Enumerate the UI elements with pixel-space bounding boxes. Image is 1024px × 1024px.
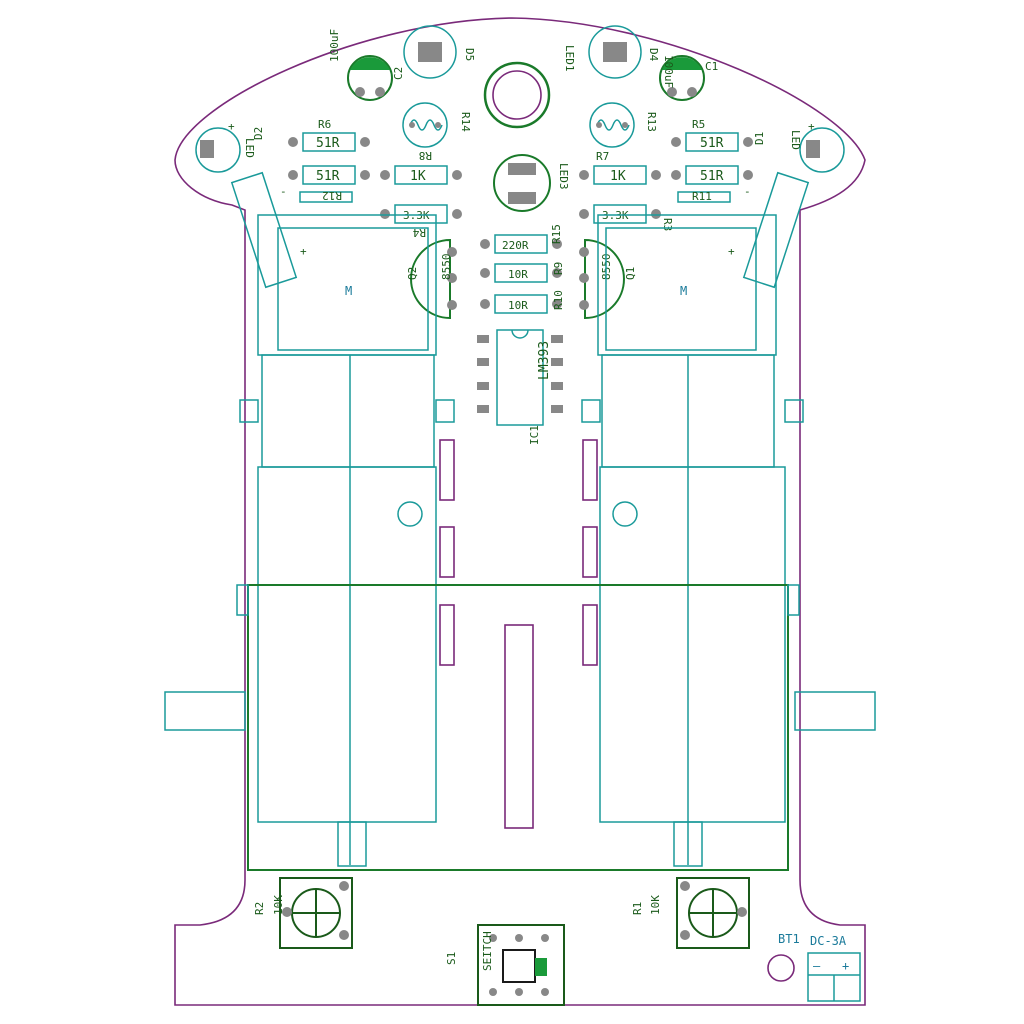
r4-label: R4	[412, 226, 426, 239]
ic-lm393: LM393 IC1	[477, 329, 563, 445]
r13-label: R13	[645, 112, 658, 132]
r15-label: R15	[550, 224, 563, 244]
r2-value: 51R	[316, 169, 340, 184]
power-plus: +	[842, 959, 849, 973]
d1-plus: +	[808, 120, 815, 133]
resistor-r7: R7 1K	[579, 150, 661, 185]
slot-center	[504, 624, 534, 829]
r11-label: R11	[692, 190, 712, 203]
potentiometer-r1: R1 10K	[631, 877, 750, 949]
r6-value: 51R	[316, 136, 340, 151]
slot-right	[582, 439, 598, 666]
ic1-label: IC1	[528, 425, 541, 445]
c1-value-label: 100uF	[662, 55, 675, 88]
transistor-q1: 8550 Q1	[579, 238, 637, 320]
r9-value: 10R	[508, 268, 528, 281]
power-minus: —	[813, 959, 821, 973]
d5-label: D5	[463, 48, 476, 61]
mount-hole-bottom	[767, 954, 795, 982]
led3-label: LED3	[557, 163, 570, 190]
led-d5: D5	[403, 25, 476, 79]
resistor-r11: R11	[677, 190, 731, 203]
right-plus: +	[728, 245, 735, 258]
motor-left-label: M	[345, 284, 352, 298]
led-d4: LED1 D4	[563, 25, 660, 79]
switch-name: SEITCH	[481, 931, 494, 971]
d2-label: D2	[252, 127, 265, 140]
r5-label: R5	[692, 118, 705, 131]
d2-plus: +	[228, 120, 235, 133]
power-dc-label: DC-3A	[810, 934, 847, 948]
led-led3: LED3	[493, 154, 570, 212]
motor-connector-left: - +	[230, 171, 307, 289]
motor-right: M	[581, 214, 876, 867]
potentiometer-r2: R2 10K	[253, 877, 353, 949]
q2-label: Q2	[406, 267, 419, 280]
q1-label: Q1	[624, 267, 637, 280]
resistor-r9: 10R R9	[480, 262, 565, 283]
r14-label: R14	[459, 112, 472, 132]
switch-s1: S1 SEITCH	[445, 924, 565, 1006]
r15-value: 220R	[502, 239, 529, 252]
photoresistor-r13: R13	[589, 102, 658, 148]
pot-r2-value: 10K	[272, 895, 285, 915]
resistor-r8: R8 1K	[380, 149, 462, 185]
r3-label: R3	[661, 218, 674, 231]
resistor-r15: 220R R15	[480, 224, 563, 254]
r10-label: R10	[552, 290, 565, 310]
battery-holder	[247, 584, 789, 871]
r7-label: R7	[596, 150, 609, 163]
resistor-r2: 51R	[288, 165, 370, 185]
led-d1: + LED D1	[753, 120, 845, 173]
resistor-r4: 3.3K R4	[380, 204, 462, 239]
ic-label: LM393	[537, 341, 552, 380]
d2-led-label: LED	[243, 138, 256, 158]
pot-r2-label: R2	[253, 902, 266, 915]
d1-led-label: LED	[789, 130, 802, 150]
resistor-r10: 10R R10	[480, 290, 565, 314]
capacitor-c1: 100uF C1	[659, 55, 718, 101]
photoresistor-r14: R14	[402, 102, 472, 148]
r10-value: 10R	[508, 299, 528, 312]
pot-r1-label: R1	[631, 902, 644, 915]
left-plus: +	[300, 245, 307, 258]
r8-value: 1K	[410, 169, 426, 184]
r8-label: R8	[419, 149, 432, 162]
c2-label: C2	[392, 67, 405, 80]
left-minus: -	[280, 185, 287, 198]
resistor-r5: R5 51R	[671, 118, 753, 152]
r12-label: R12	[322, 189, 342, 202]
board-outline	[174, 17, 866, 1006]
r6-label: R6	[318, 118, 331, 131]
power-connector: BT1 DC-3A — +	[778, 932, 861, 1002]
mount-hole-top	[483, 61, 551, 129]
r5-value: 51R	[700, 136, 724, 151]
resistor-r12: R12	[299, 189, 353, 203]
slot-left	[439, 439, 455, 666]
q2-type: 8550	[440, 254, 453, 281]
power-bt-label: BT1	[778, 932, 800, 946]
pot-r1-value: 10K	[649, 895, 662, 915]
r1-value: 51R	[700, 169, 724, 184]
motor-connector-right: - +	[728, 171, 810, 289]
c2-value-label: 100uF	[328, 29, 341, 62]
d4-label: D4	[647, 48, 660, 62]
capacitor-c2: 100uF C2	[328, 29, 405, 101]
right-minus: -	[744, 185, 751, 198]
r9-label: R9	[552, 262, 565, 275]
motor-left: M	[164, 214, 455, 867]
led1-label: LED1	[563, 45, 576, 72]
led-d2: + LED D2	[195, 120, 265, 173]
c1-label: C1	[705, 60, 718, 73]
resistor-r1: 51R	[671, 165, 753, 185]
r7-value: 1K	[610, 169, 626, 184]
transistor-q2: 8550 Q2	[406, 238, 457, 320]
resistor-r6: R6 51R	[288, 118, 370, 152]
motor-right-label: M	[680, 284, 687, 298]
switch-label: S1	[445, 952, 458, 965]
d1-label: D1	[753, 132, 766, 145]
